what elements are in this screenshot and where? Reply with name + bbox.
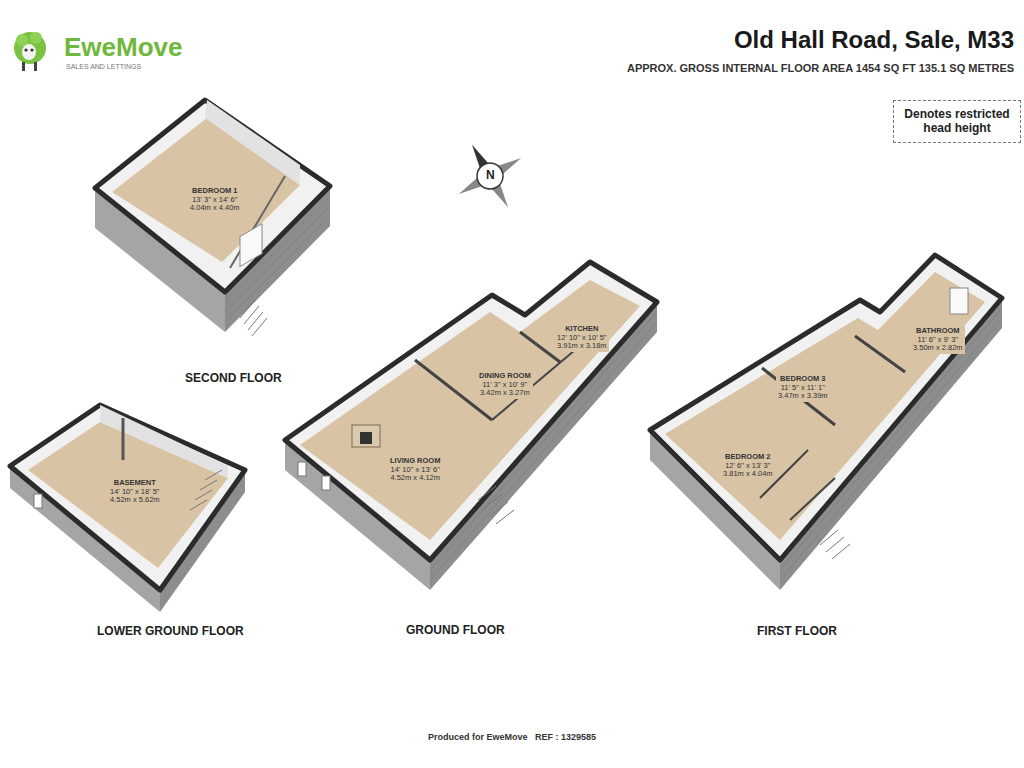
compass-north: N — [486, 169, 495, 182]
logo-sheep — [14, 32, 46, 71]
room-name: BEDROOM 2 — [723, 453, 773, 462]
room-label: BEDROOM 113' 3" x 14' 6"4.04m x 4.40m — [188, 186, 242, 214]
floor-name: FIRST FLOOR — [757, 625, 837, 638]
floor-area-note: APPROX. GROSS INTERNAL FLOOR AREA 1454 S… — [627, 62, 1014, 74]
room-name: KITCHEN — [557, 325, 607, 334]
logo-wordmark: EweMove — [64, 33, 183, 62]
room-label: KITCHEN12' 10" x 10' 5"3.91m x 3.18m — [555, 324, 609, 352]
floor-name: SECOND FLOOR — [185, 372, 282, 385]
room-label: BEDROOM 212' 6" x 13' 3"3.81m x 4.04m — [721, 452, 775, 480]
room-dimension: 11' 5" x 11' 1" — [778, 384, 828, 393]
legend-text: Denotes restricted head height — [904, 107, 1009, 135]
room-dimension: 14' 10" x 13' 6" — [390, 466, 440, 475]
room-name: BASEMENT — [110, 479, 160, 488]
room-label: DINING ROOM11' 3" x 10' 9"3.42m x 3.27m — [477, 371, 533, 399]
room-dimension: 3.47m x 3.39m — [778, 392, 828, 401]
room-name: DINING ROOM — [479, 372, 531, 381]
room-dimension: 4.52m x 4.12m — [390, 474, 440, 483]
room-label: BASEMENT14' 10" x 18' 5"4.52m x 5.62m — [108, 478, 162, 506]
room-name: LIVING ROOM — [390, 457, 440, 466]
floor-name: LOWER GROUND FLOOR — [97, 625, 244, 638]
floor-name: GROUND FLOOR — [406, 624, 505, 637]
room-dimension: 14' 10" x 18' 5" — [110, 488, 160, 497]
second-floor-model — [95, 100, 330, 336]
room-label: BEDROOM 311' 5" x 11' 1"3.47m x 3.39m — [776, 374, 830, 402]
room-dimension: 3.42m x 3.27m — [479, 389, 531, 398]
lower-ground-floor-model — [10, 405, 245, 612]
room-dimension: 3.81m x 4.04m — [723, 470, 773, 479]
compass-rose — [441, 127, 539, 225]
room-dimension: 11' 6" x 9' 3" — [913, 336, 963, 345]
room-label: BATHROOM11' 6" x 9' 3"3.50m x 2.82m — [911, 326, 965, 354]
room-dimension: 4.52m x 5.62m — [110, 496, 160, 505]
room-dimension: 13' 3" x 14' 6" — [190, 196, 240, 205]
room-name: BATHROOM — [913, 327, 963, 336]
room-dimension: 12' 10" x 10' 5" — [557, 334, 607, 343]
room-dimension: 3.91m x 3.18m — [557, 342, 607, 351]
ground-floor-model — [285, 262, 657, 590]
room-dimension: 3.50m x 2.82m — [913, 344, 963, 353]
room-name: BEDROOM 1 — [190, 187, 240, 196]
room-dimension: 11' 3" x 10' 9" — [479, 381, 531, 390]
plan-title: Old Hall Road, Sale, M33 — [734, 26, 1014, 54]
footer-reference: Produced for EweMove REF : 1329585 — [428, 733, 596, 743]
room-dimension: 4.04m x 4.40m — [190, 204, 240, 213]
logo-tagline: SALES AND LETTINGS — [66, 63, 141, 71]
first-floor-model — [650, 255, 1002, 590]
room-dimension: 12' 6" x 13' 3" — [723, 462, 773, 471]
room-name: BEDROOM 3 — [778, 375, 828, 384]
legend-box: Denotes restricted head height — [893, 100, 1021, 143]
room-label: LIVING ROOM14' 10" x 13' 6"4.52m x 4.12m — [388, 456, 442, 484]
